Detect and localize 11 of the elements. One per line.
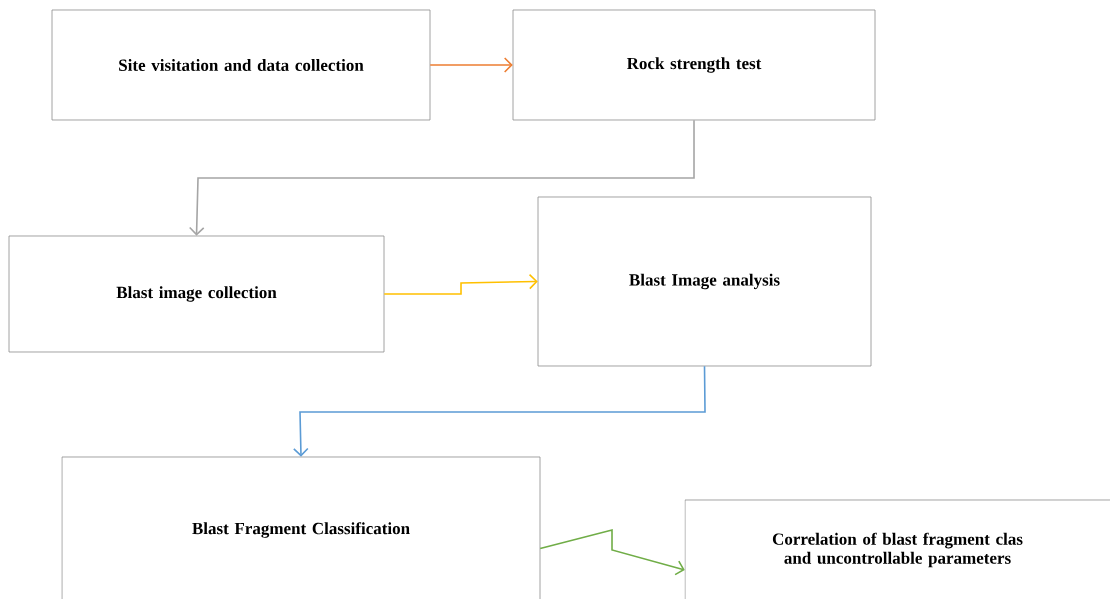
arrow [293, 365, 706, 457]
process-box: Correlation of blast fragment clas and uncontrollable parameters [684, 499, 1110, 599]
arrow [539, 528, 685, 576]
process-box: Site visitation and data collection [51, 9, 431, 121]
process-box: Rock strength test [512, 9, 876, 121]
arrow [383, 273, 538, 295]
arrow [429, 57, 513, 73]
process-box: Blast image collection [8, 235, 385, 353]
arrow [188, 119, 695, 236]
process-box: Blast Image analysis [537, 196, 872, 367]
process-box: Blast Fragment Classification [61, 456, 541, 599]
